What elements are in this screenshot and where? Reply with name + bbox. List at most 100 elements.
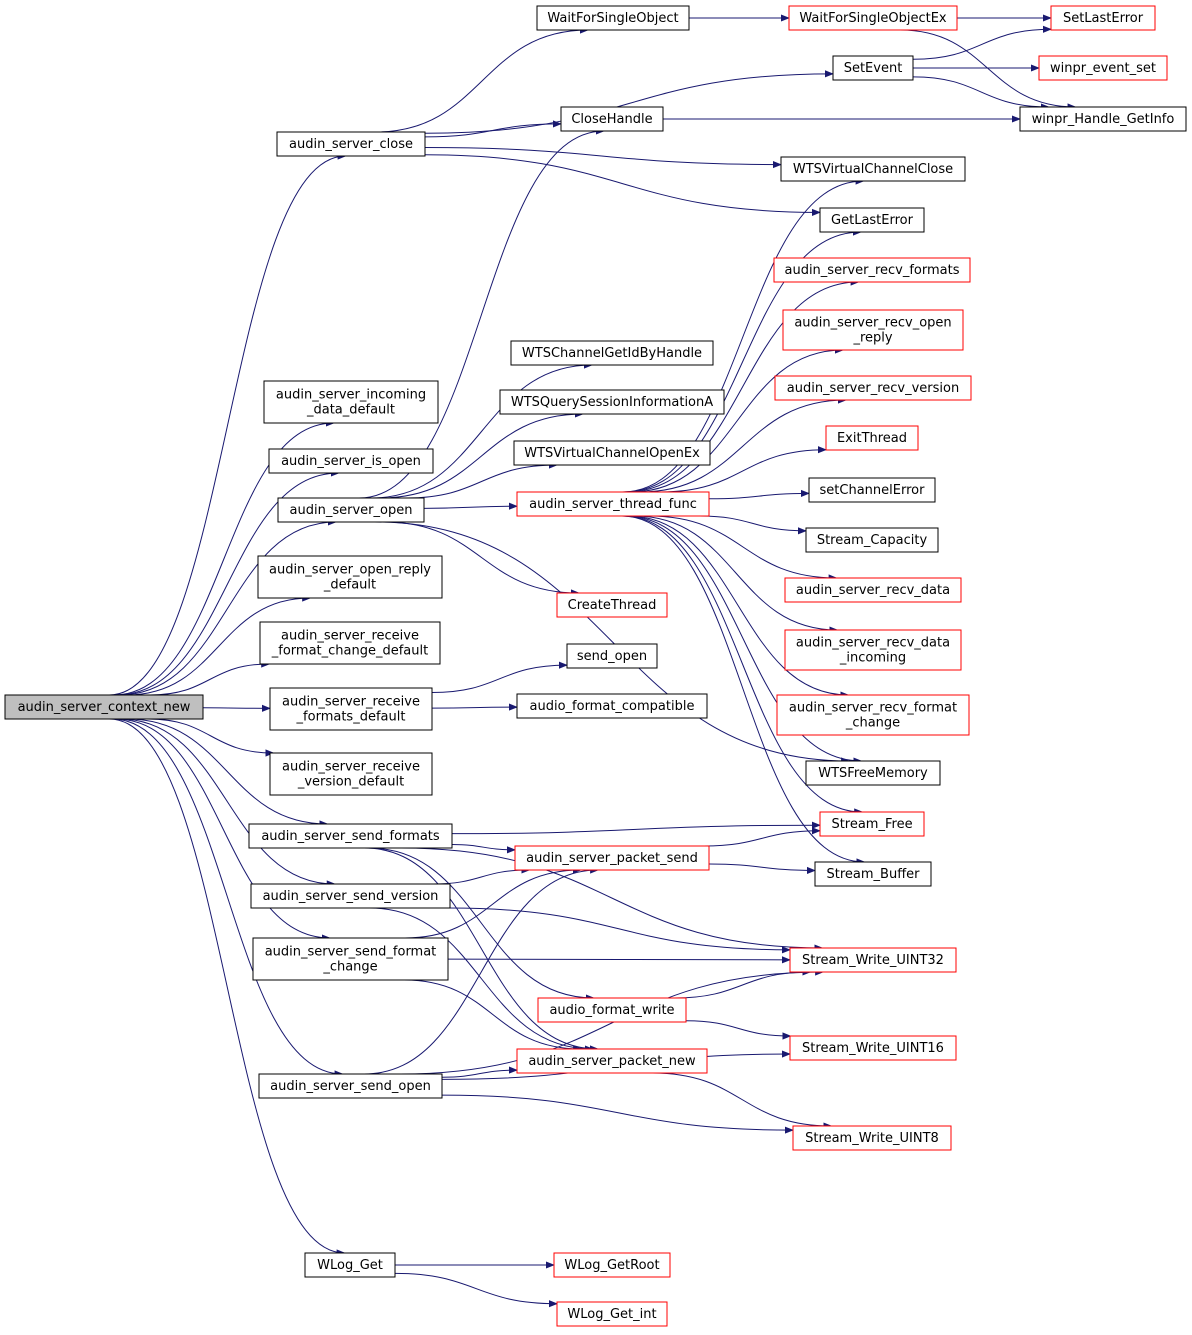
edge-root-to-send_format_change bbox=[115, 718, 331, 942]
node-wlog-get-int[interactable]: WLog_Get_int bbox=[556, 1301, 668, 1327]
edge-packet_new-to-write_u8 bbox=[652, 1072, 833, 1130]
edge-root-to-wlog_get bbox=[109, 718, 346, 1257]
node-recv-open-reply[interactable]: audin_server_recv_open_reply bbox=[782, 309, 964, 351]
node-exit-thread[interactable]: ExitThread bbox=[825, 425, 919, 451]
edge-arrow bbox=[674, 968, 812, 999]
edge-arrow bbox=[660, 446, 827, 493]
node-packet-new[interactable]: audin_server_packet_new bbox=[516, 1048, 708, 1074]
edge-send_formats-to-packet_send bbox=[451, 844, 516, 854]
node-set-channel-error[interactable]: setChannelError bbox=[808, 477, 936, 503]
node-recv-formats[interactable]: audin_server_recv_formats bbox=[773, 257, 971, 283]
node-label: GetLastError bbox=[831, 213, 914, 228]
edge-arrow bbox=[111, 718, 344, 1078]
edge-root-to-open bbox=[119, 518, 337, 696]
node-wait-single-ex[interactable]: WaitForSingleObjectEx bbox=[788, 5, 958, 31]
node-recv-formats-default[interactable]: audin_server_receive_formats_default bbox=[269, 687, 433, 731]
edge-close-to-set_event bbox=[424, 70, 834, 134]
node-vc-open-ex[interactable]: WTSVirtualChannelOpenEx bbox=[513, 440, 711, 466]
node-label: _formats_default bbox=[296, 710, 406, 725]
node-box bbox=[516, 491, 710, 517]
edge-thread_func-to-recv_version bbox=[639, 396, 848, 493]
edge-thread_func-to-recv_formats bbox=[626, 278, 860, 493]
edge-thread_func-to-stream_free bbox=[622, 515, 864, 816]
node-winpr-event-set[interactable]: winpr_event_set bbox=[1038, 55, 1168, 81]
node-incoming-default[interactable]: audin_server_incoming_data_default bbox=[263, 380, 439, 424]
node-recv-version[interactable]: audin_server_recv_version bbox=[774, 375, 972, 401]
node-set-last-error[interactable]: SetLastError bbox=[1050, 5, 1156, 31]
node-handle-get-info[interactable]: winpr_Handle_GetInfo bbox=[1019, 106, 1187, 132]
edge-thread_func-to-recv_open_reply bbox=[630, 346, 845, 493]
node-set-event[interactable]: SetEvent bbox=[832, 55, 914, 81]
node-label: WLog_GetRoot bbox=[564, 1258, 659, 1273]
node-get-id-by-handle[interactable]: WTSChannelGetIdByHandle bbox=[510, 340, 714, 366]
node-send-format-change[interactable]: audin_server_send_format_change bbox=[252, 937, 449, 981]
edge-arrow bbox=[708, 489, 810, 500]
node-open-reply-default[interactable]: audin_server_open_reply_default bbox=[257, 555, 443, 599]
node-label: WTSFreeMemory bbox=[818, 766, 928, 781]
node-label: audio_format_write bbox=[549, 1003, 674, 1018]
node-audio-fmt-write[interactable]: audio_format_write bbox=[537, 997, 687, 1023]
edge-arrow bbox=[652, 1072, 833, 1130]
node-label: _data_default bbox=[306, 403, 395, 418]
node-audio-fmt-compat[interactable]: audio_format_compatible bbox=[516, 693, 708, 719]
node-stream-buffer[interactable]: Stream_Buffer bbox=[814, 861, 932, 887]
node-stream-capacity[interactable]: Stream_Capacity bbox=[805, 527, 939, 553]
node-send-version[interactable]: audin_server_send_version bbox=[250, 883, 451, 909]
node-write-u16[interactable]: Stream_Write_UINT16 bbox=[789, 1035, 957, 1061]
node-is-open[interactable]: audin_server_is_open bbox=[268, 448, 434, 474]
node-box bbox=[277, 497, 425, 523]
node-label: audin_server_send_version bbox=[263, 889, 439, 904]
node-label: winpr_Handle_GetInfo bbox=[1032, 112, 1175, 127]
edge-send_open-to-packet_new bbox=[441, 1066, 518, 1078]
edge-arrow bbox=[699, 515, 807, 535]
node-wts-free-memory[interactable]: WTSFreeMemory bbox=[805, 760, 941, 786]
node-open[interactable]: audin_server_open bbox=[277, 497, 425, 523]
edge-send_formats-to-packet_new bbox=[364, 847, 599, 1053]
node-wait-single[interactable]: WaitForSingleObject bbox=[536, 5, 690, 31]
node-wlog-get[interactable]: WLog_Get bbox=[304, 1252, 396, 1278]
node-create-thread[interactable]: CreateThread bbox=[556, 592, 668, 618]
node-box bbox=[252, 937, 449, 981]
node-box bbox=[553, 1252, 671, 1278]
node-write-u32[interactable]: Stream_Write_UINT32 bbox=[789, 947, 957, 973]
edge-root-to-send_version bbox=[119, 718, 336, 888]
node-label: winpr_event_set bbox=[1050, 61, 1156, 76]
node-recv-format-change[interactable]: audin_server_recv_format_change bbox=[776, 694, 970, 736]
edge-arrow bbox=[404, 979, 583, 1053]
edge-arrow bbox=[364, 847, 599, 1053]
edge-arrow bbox=[441, 1094, 794, 1134]
node-box bbox=[819, 811, 925, 837]
node-recv-version-default[interactable]: audin_server_receive_version_default bbox=[269, 752, 433, 796]
node-box bbox=[258, 1073, 443, 1099]
edge-root-to-open_reply_default bbox=[126, 594, 312, 696]
edge-set_event-to-handle_get_info bbox=[912, 76, 1050, 111]
node-stream-free[interactable]: Stream_Free bbox=[819, 811, 925, 837]
node-recv-fmt-change-default[interactable]: audin_server_receive_format_change_defau… bbox=[259, 621, 441, 665]
node-send-formats[interactable]: audin_server_send_formats bbox=[248, 823, 453, 849]
node-label: Stream_Free bbox=[831, 817, 912, 832]
node-get-last-error[interactable]: GetLastError bbox=[819, 207, 925, 233]
node-box bbox=[556, 1301, 668, 1327]
node-send-open-fn[interactable]: send_open bbox=[566, 643, 658, 669]
node-label: CloseHandle bbox=[571, 112, 652, 127]
node-write-u8[interactable]: Stream_Write_UINT8 bbox=[792, 1125, 952, 1151]
node-close[interactable]: audin_server_close bbox=[276, 131, 426, 157]
node-close-handle[interactable]: CloseHandle bbox=[560, 106, 664, 132]
node-thread-func[interactable]: audin_server_thread_func bbox=[516, 491, 710, 517]
edge-packet_send-to-stream_buffer bbox=[708, 863, 816, 875]
edge-arrow bbox=[703, 827, 821, 847]
node-wlog-getroot[interactable]: WLog_GetRoot bbox=[553, 1252, 671, 1278]
node-recv-data-incoming[interactable]: audin_server_recv_data_incoming bbox=[784, 629, 962, 671]
edge-arrow bbox=[404, 866, 582, 939]
node-label: send_open bbox=[577, 649, 647, 664]
edge-arrow bbox=[370, 361, 593, 499]
node-label: Stream_Write_UINT32 bbox=[802, 953, 944, 968]
edge-arrow bbox=[639, 396, 848, 493]
node-vc-close[interactable]: WTSVirtualChannelClose bbox=[780, 156, 966, 182]
node-recv-data[interactable]: audin_server_recv_data bbox=[784, 577, 962, 603]
node-packet-send[interactable]: audin_server_packet_send bbox=[514, 845, 710, 871]
node-send-open[interactable]: audin_server_send_open bbox=[258, 1073, 443, 1099]
edge-arrow bbox=[624, 515, 863, 765]
node-query-session[interactable]: WTSQuerySessionInformationA bbox=[499, 389, 725, 415]
